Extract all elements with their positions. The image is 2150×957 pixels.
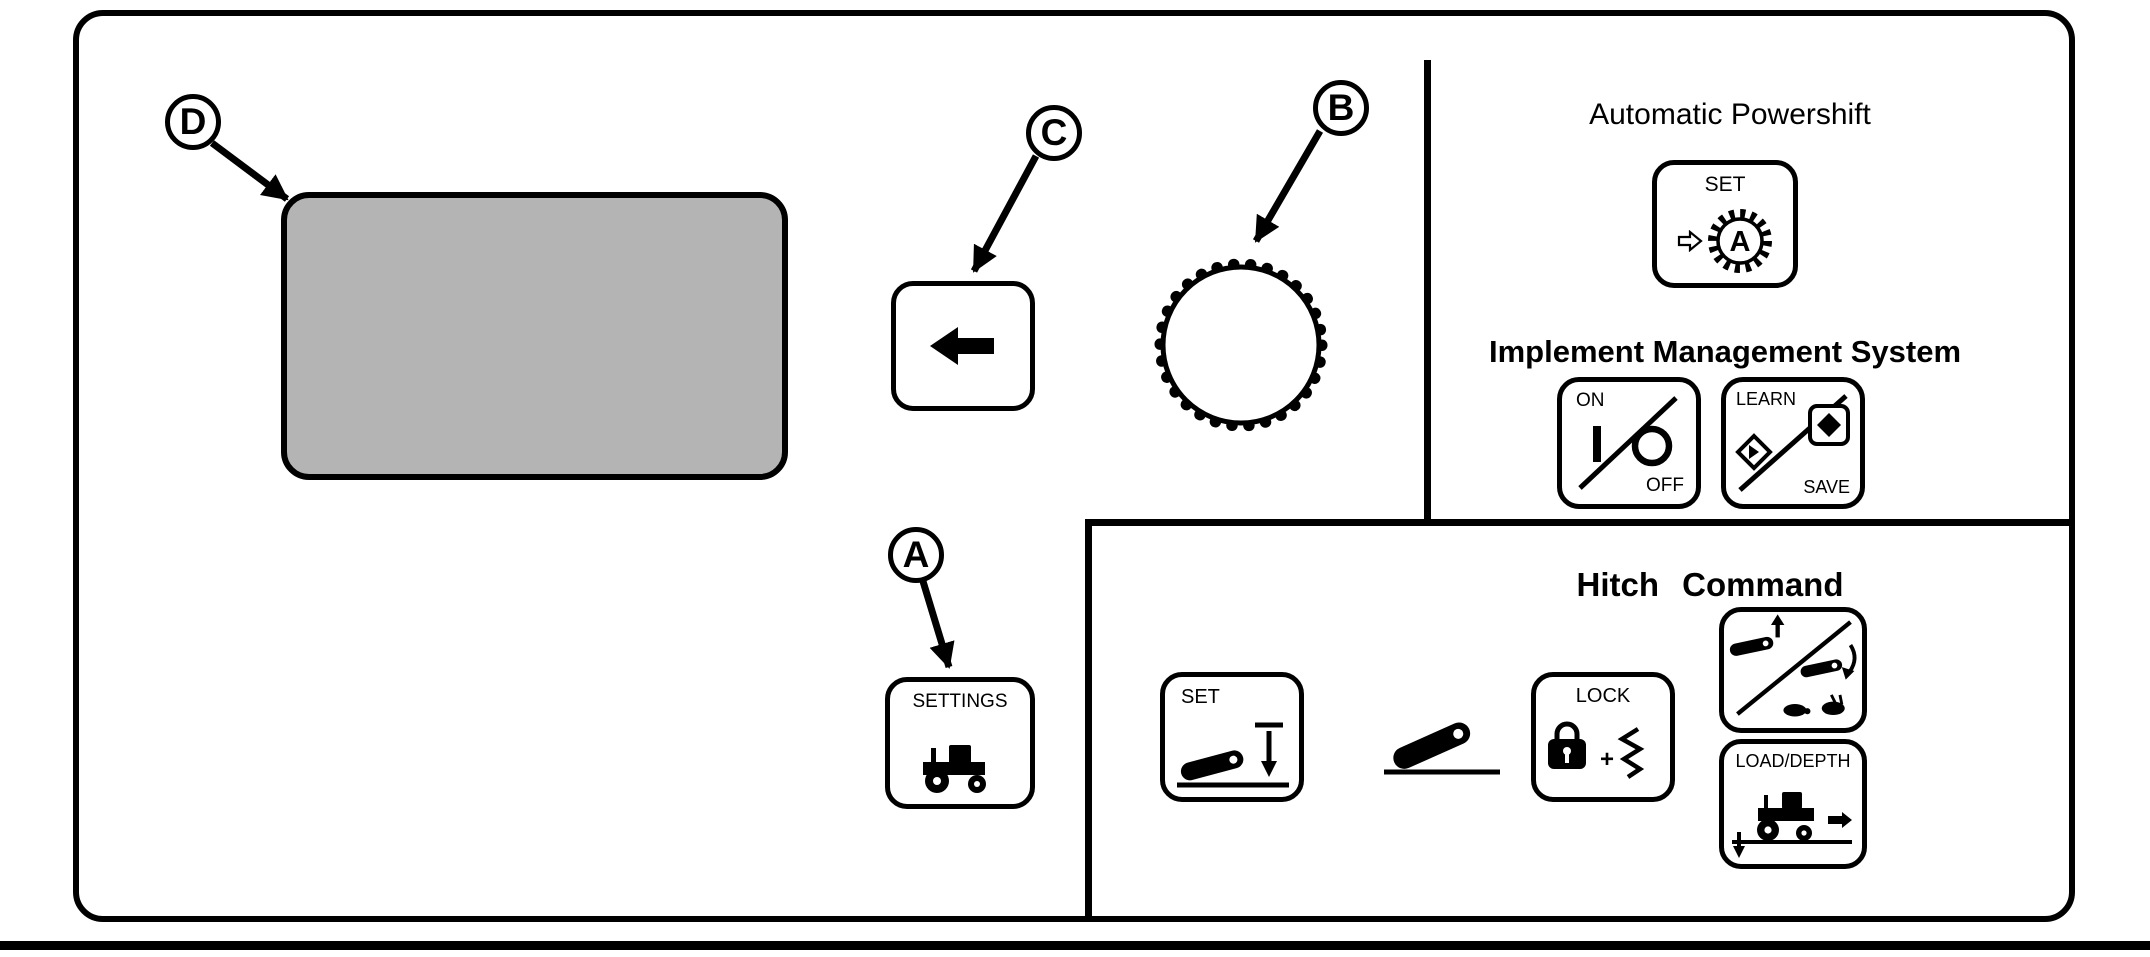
callout-circle-d: D	[165, 94, 221, 150]
ims-off-label: OFF	[1646, 475, 1684, 496]
hitch-lock-label: LOCK	[1575, 685, 1631, 707]
divider-vertical-lower	[1085, 519, 1092, 917]
hitch-lower-to-stop-icon	[1177, 722, 1289, 788]
load-depth-tractor-icon	[1732, 792, 1852, 858]
callout-letter-b: B	[1327, 87, 1355, 128]
aps-set-label: SET	[1704, 173, 1746, 196]
load-depth-button[interactable]: LOAD/DEPTH	[1719, 739, 1867, 869]
knurled-dial-icon	[1154, 258, 1328, 432]
settings-button[interactable]: SETTINGS	[885, 677, 1035, 809]
tractor-icon	[923, 745, 986, 793]
learn-save-icon	[1735, 394, 1850, 492]
hitch-arm-symbol	[1384, 722, 1500, 775]
hitch-lock-button[interactable]: LOCK +	[1531, 672, 1675, 802]
automatic-powershift-title: Automatic Powershift	[1589, 98, 1871, 131]
callout-letter-a: A	[902, 534, 930, 575]
callout-circle-a: A	[888, 527, 944, 583]
settings-label: SETTINGS	[912, 691, 1008, 712]
gear-a-icon: A	[1707, 209, 1772, 273]
callout-circle-b: B	[1313, 80, 1369, 136]
callout-letter-c: C	[1040, 112, 1068, 153]
callout-letter-d: D	[179, 101, 207, 142]
turtle-icon	[1783, 704, 1811, 717]
divider-horizontal	[1085, 519, 2071, 526]
divider-vertical-upper	[1424, 60, 1431, 526]
ims-learn-label: LEARN	[1736, 389, 1797, 409]
left-arrow-icon	[930, 327, 994, 365]
ims-learn-save-button[interactable]: LEARN SAVE	[1721, 377, 1865, 509]
implement-management-title: Implement Management System	[1488, 334, 1962, 369]
padlock-vibration-icon: +	[1548, 721, 1645, 779]
ims-on-off-button[interactable]: ON OFF	[1557, 377, 1701, 509]
vibration-zigzag	[1617, 727, 1645, 779]
automatic-powershift-set-button[interactable]: SET A	[1652, 160, 1798, 288]
gear-letter: A	[1729, 226, 1750, 258]
rabbit-icon	[1821, 694, 1845, 716]
display-screen	[281, 192, 788, 480]
rotary-dial[interactable]	[1149, 253, 1333, 437]
power-on-off-icon	[1578, 396, 1678, 490]
callout-circle-c: C	[1026, 105, 1082, 161]
back-button[interactable]	[891, 281, 1035, 411]
right-arrow-icon	[1677, 230, 1703, 252]
hitch-command-title: Hitch Command	[1576, 566, 1844, 603]
lock-plus-sign: +	[1600, 746, 1614, 773]
hitch-set-button[interactable]: SET	[1160, 672, 1304, 802]
load-depth-label: LOAD/DEPTH	[1735, 751, 1851, 771]
bottom-rule	[0, 941, 2150, 950]
hitch-set-label: SET	[1181, 686, 1220, 708]
hitch-raise-lower-speed-icon	[1729, 614, 1857, 717]
ims-on-label: ON	[1576, 390, 1605, 411]
ims-save-label: SAVE	[1803, 477, 1850, 497]
hitch-raise-lower-button[interactable]	[1719, 607, 1867, 733]
